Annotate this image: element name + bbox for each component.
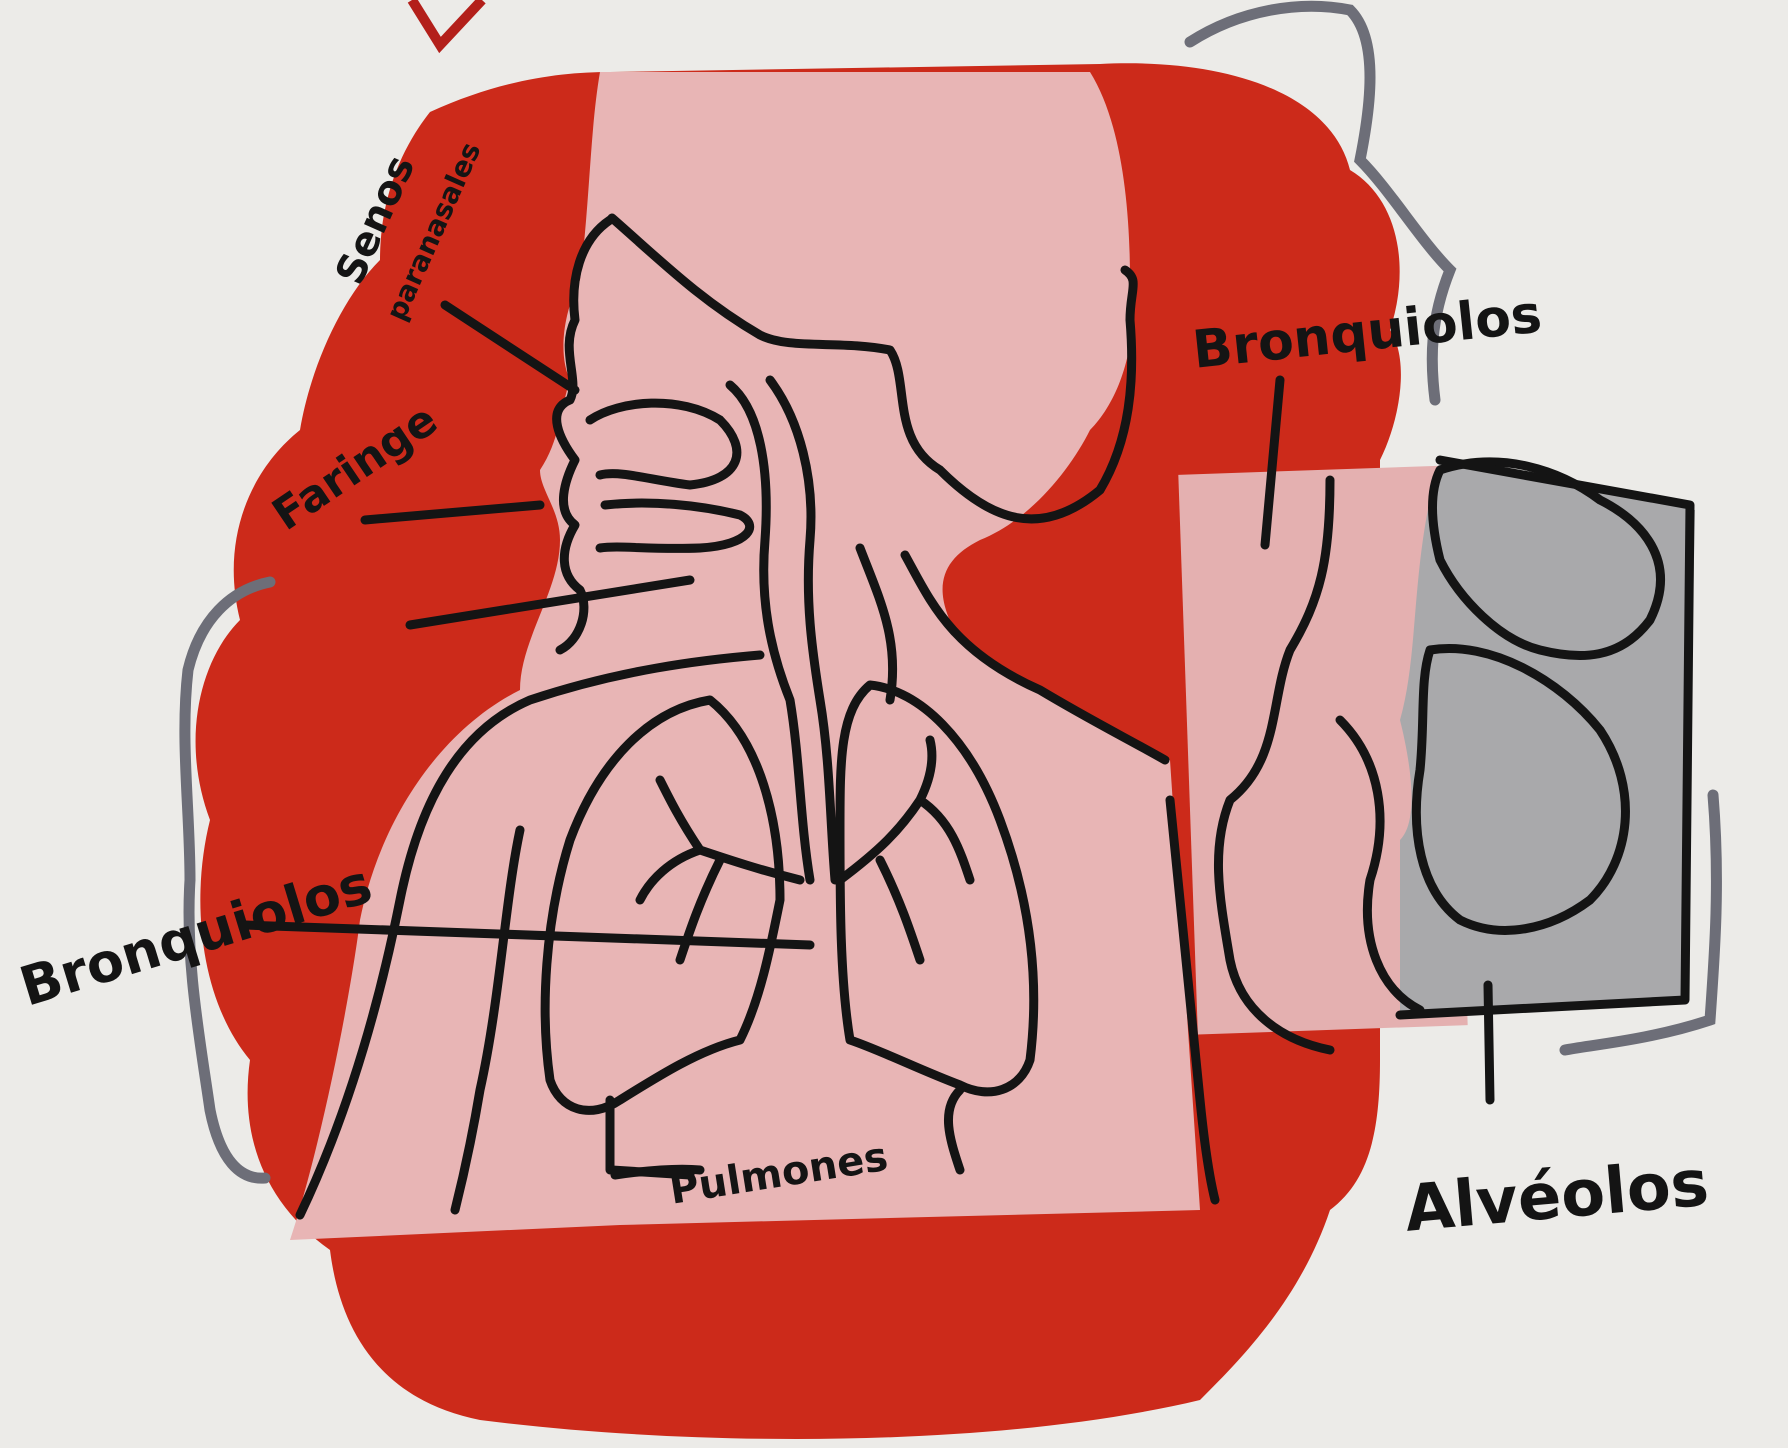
red-corner-mark bbox=[412, 0, 482, 45]
leader-alveolos bbox=[1488, 985, 1490, 1100]
